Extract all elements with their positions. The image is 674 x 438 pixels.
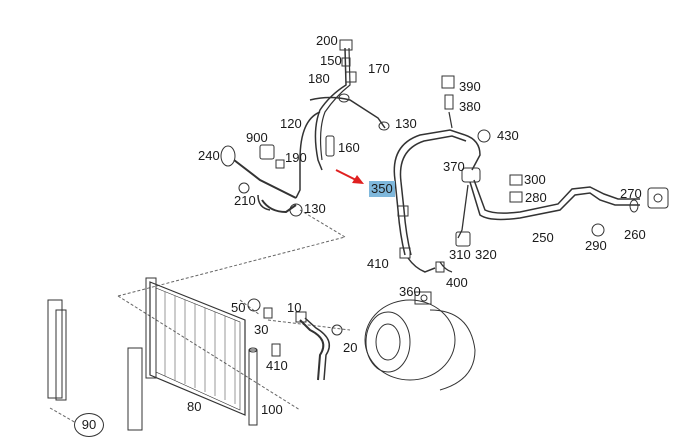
part-label[interactable]: 100 (261, 402, 283, 417)
part-label[interactable]: 260 (624, 227, 646, 242)
part-label[interactable]: 10 (287, 300, 302, 315)
part-label[interactable]: 380 (459, 99, 481, 114)
highlighted-part-label[interactable]: 350 (369, 181, 395, 197)
part-label[interactable]: 270 (620, 186, 642, 201)
part-label[interactable]: 410 (367, 256, 389, 271)
part-label[interactable]: 160 (338, 140, 360, 155)
pointer-arrow (335, 169, 364, 184)
part-label[interactable]: 250 (532, 230, 554, 245)
part-label[interactable]: 50 (231, 300, 246, 315)
part-label[interactable]: 180 (308, 71, 330, 86)
part-label[interactable]: 430 (497, 128, 519, 143)
part-label[interactable]: 360 (399, 284, 421, 299)
part-label[interactable]: 400 (446, 275, 468, 290)
part-label[interactable]: 20 (343, 340, 358, 355)
part-label[interactable]: 190 (285, 150, 307, 165)
part-label[interactable]: 390 (459, 79, 481, 94)
part-label[interactable]: 130 (304, 201, 326, 216)
part-label[interactable]: 900 (246, 130, 268, 145)
part-label[interactable]: 290 (585, 238, 607, 253)
part-label-circled[interactable]: 90 (74, 413, 104, 437)
part-label[interactable]: 320 (475, 247, 497, 262)
part-label[interactable]: 240 (198, 148, 220, 163)
part-label[interactable]: 410 (266, 358, 288, 373)
part-label[interactable]: 210 (234, 193, 256, 208)
part-label[interactable]: 170 (368, 61, 390, 76)
part-label[interactable]: 280 (525, 190, 547, 205)
part-label[interactable]: 30 (254, 322, 269, 337)
part-label[interactable]: 130 (395, 116, 417, 131)
part-label[interactable]: 310 (449, 247, 471, 262)
part-label[interactable]: 200 (316, 33, 338, 48)
part-label[interactable]: 300 (524, 172, 546, 187)
part-label[interactable]: 120 (280, 116, 302, 131)
part-label[interactable]: 150 (320, 53, 342, 68)
part-label[interactable]: 80 (187, 399, 202, 414)
part-label[interactable]: 370 (443, 159, 465, 174)
